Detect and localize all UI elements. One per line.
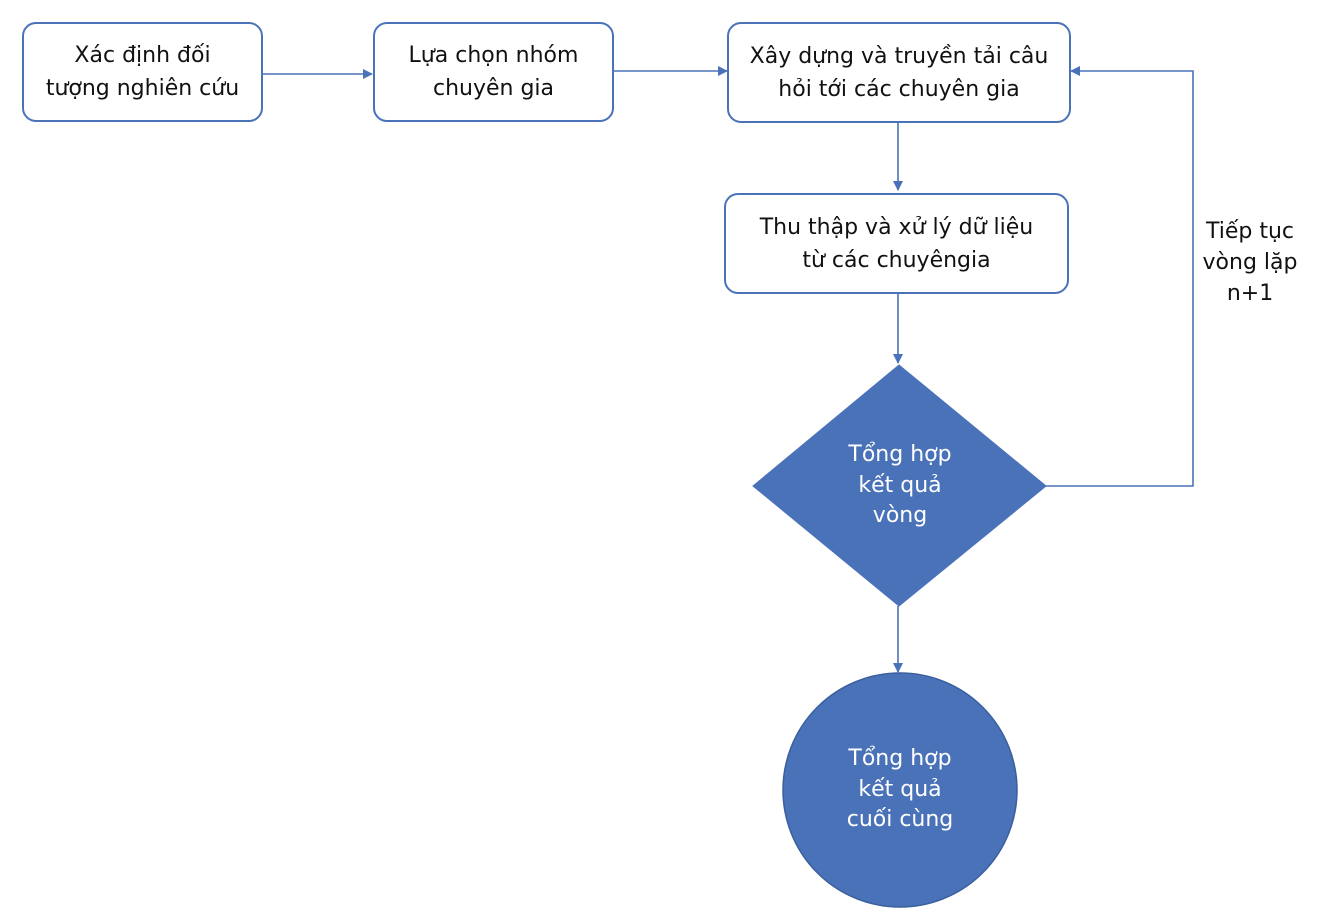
final-summary-circle — [782, 672, 1018, 908]
node-identify-subject: Xác định đối tượng nghiên cứu — [22, 22, 263, 122]
node-collect-data: Thu thập và xử lý dữ liệu từ các chuyêng… — [724, 193, 1069, 294]
node-select-experts: Lựa chọn nhóm chuyên gia — [373, 22, 614, 122]
node-collect-data-label: Thu thập và xử lý dữ liệu từ các chuyêng… — [759, 214, 1034, 273]
node-identify-subject-label: Xác định đối tượng nghiên cứu — [45, 43, 240, 101]
node-build-questions: Xây dựng và truyền tải câu hỏi tới các c… — [727, 22, 1071, 123]
final-summary-label: Tổng hợp kết quả cuối cùng — [846, 745, 954, 833]
node-select-experts-label: Lựa chọn nhóm chuyên gia — [408, 43, 579, 101]
round-summary-label: Tổng hợp kết quả vòng — [848, 441, 952, 529]
loop-label: Tiếp tục vòng lặp n+1 — [1202, 219, 1298, 306]
arrow-loop-back — [1046, 66, 1194, 487]
round-summary-diamond — [752, 364, 1047, 607]
node-build-questions-label: Xây dựng và truyền tải câu hỏi tới các c… — [749, 43, 1049, 102]
